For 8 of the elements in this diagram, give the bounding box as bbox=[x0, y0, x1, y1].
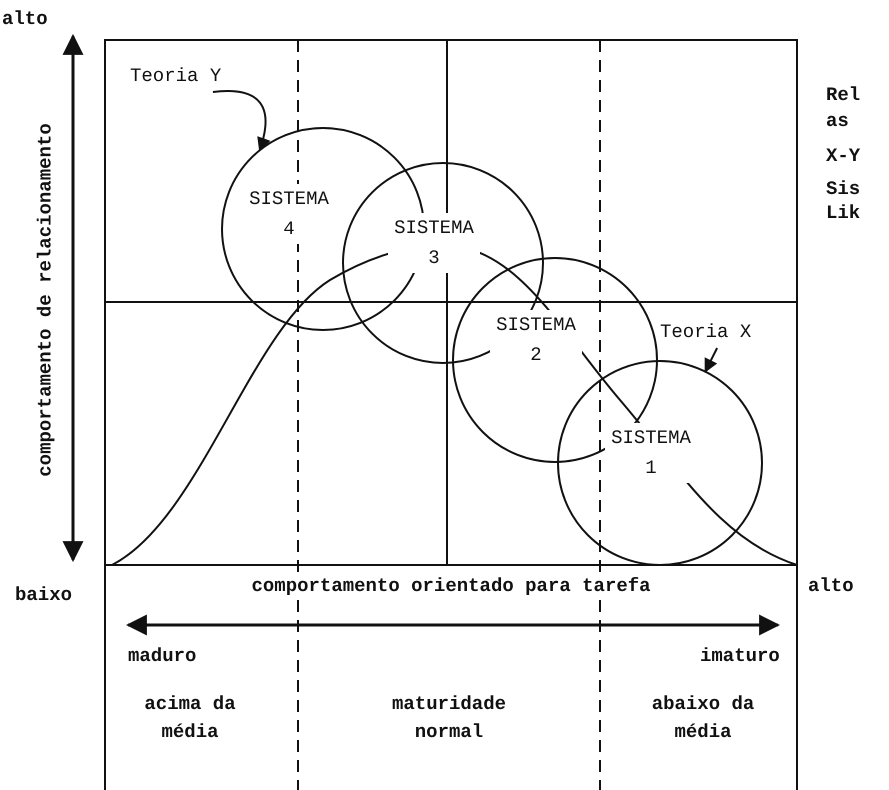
system-circle bbox=[558, 361, 762, 565]
circle-label: SISTEMA 3 bbox=[388, 213, 480, 273]
arrow bbox=[704, 348, 718, 373]
arrow bbox=[212, 90, 270, 152]
callout-text: Teoria Y bbox=[130, 62, 270, 90]
axis-title: comportamento de relacionamento bbox=[34, 123, 56, 477]
axis-title: comportamento orientado para tarefa bbox=[252, 575, 651, 597]
callout-text: Teoria X bbox=[660, 318, 790, 346]
